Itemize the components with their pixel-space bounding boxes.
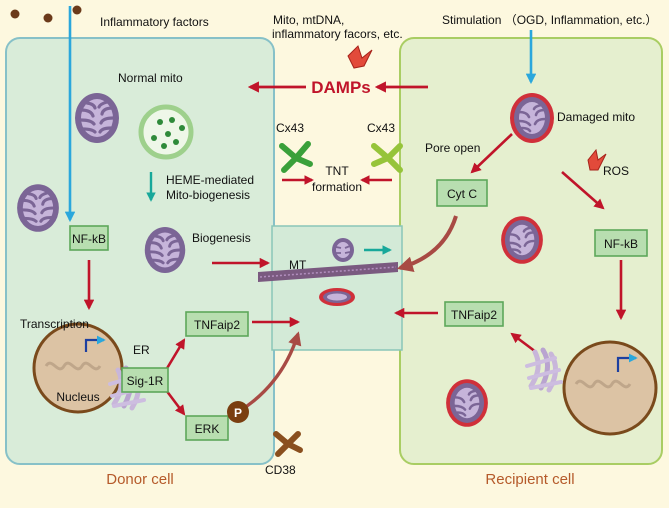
sig1r-erk-arrow bbox=[164, 389, 186, 416]
damaged-mito-icon bbox=[508, 91, 556, 145]
nucleus-label: Nucleus bbox=[56, 390, 99, 404]
inflammatory-factors-label: Inflammatory factors bbox=[100, 15, 209, 29]
er-label: ER bbox=[133, 343, 150, 357]
normal-mito-icon bbox=[73, 91, 121, 145]
damaged-mito-label: Damaged mito bbox=[557, 110, 635, 124]
nfkb-right-label: NF-kB bbox=[604, 237, 638, 251]
heme-label-line2: Mito-biogenesis bbox=[166, 188, 250, 202]
biogenesis-mito-icon bbox=[143, 225, 187, 275]
heme-vesicle-icon bbox=[138, 104, 194, 160]
cytc-box: Cyt C bbox=[436, 179, 488, 207]
biogenesis-label: Biogenesis bbox=[192, 231, 251, 245]
tnfaip2-left-box: TNFaip2 bbox=[185, 311, 249, 337]
tnfaip2-right-box: TNFaip2 bbox=[444, 301, 504, 327]
cx43-right-icon bbox=[371, 143, 403, 173]
cx43-left-icon bbox=[279, 141, 313, 173]
pore-open-arrow bbox=[470, 133, 513, 174]
damps-burst-icon bbox=[347, 45, 373, 69]
microtubule bbox=[258, 262, 398, 282]
tnt-mito-small bbox=[332, 238, 354, 262]
mt-label: MT bbox=[289, 258, 307, 272]
erk-label: ERK bbox=[195, 422, 220, 436]
cytc-arrow bbox=[396, 215, 458, 273]
recipient-mito-icon-1 bbox=[499, 215, 545, 265]
cd38-label: CD38 bbox=[265, 463, 296, 477]
cytc-label: Cyt C bbox=[447, 187, 477, 201]
sig1r-label: Sig-1R bbox=[127, 374, 164, 388]
phosphate-icon bbox=[227, 401, 249, 423]
nfkb-left-box: NF-kB bbox=[69, 225, 109, 251]
tnfaip2-left-label: TNFaip2 bbox=[194, 318, 240, 332]
ros-arrow bbox=[561, 171, 605, 210]
cx43-right-label: Cx43 bbox=[367, 121, 395, 135]
sig1r-tnfaip2-arrow bbox=[164, 338, 186, 371]
normal-mito-label: Normal mito bbox=[118, 71, 183, 85]
damps-label: DAMPs bbox=[311, 78, 371, 97]
inflammatory-factor-dots bbox=[10, 5, 82, 23]
damps-source-line2: inflammatory facors, etc. bbox=[272, 27, 403, 41]
recipient-cell-label: Recipient cell bbox=[485, 471, 574, 488]
ros-burst-icon bbox=[587, 148, 607, 171]
tnt-label-line2: formation bbox=[312, 180, 362, 194]
pore-open-label: Pore open bbox=[425, 141, 480, 155]
donor-cell-label: Donor cell bbox=[106, 471, 174, 488]
nfkb-right-box: NF-kB bbox=[594, 229, 648, 257]
tnt-mito-damaged bbox=[319, 288, 355, 306]
transcription-label: Transcription bbox=[20, 317, 89, 331]
transcription-right-arrow bbox=[510, 332, 537, 354]
phosphate-label: P bbox=[234, 406, 242, 420]
nfkb-left-label: NF-kB bbox=[72, 232, 106, 246]
damps-source-line1: Mito, mtDNA, bbox=[273, 13, 344, 27]
stimulation-label: Stimulation （OGD, Inflammation, etc.） bbox=[442, 13, 657, 27]
tnfaip2-right-label: TNFaip2 bbox=[451, 308, 497, 322]
donor-mito-icon bbox=[15, 182, 61, 234]
tnt-label-line1: TNT bbox=[325, 164, 349, 178]
recipient-mito-icon-2 bbox=[444, 378, 490, 428]
recipient-nucleus bbox=[562, 340, 658, 436]
erk-box: ERK bbox=[185, 415, 229, 441]
cx43-left-label: Cx43 bbox=[276, 121, 304, 135]
ros-label: ROS bbox=[603, 164, 629, 178]
heme-label-line1: HEME-mediated bbox=[166, 173, 254, 187]
cd38-icon bbox=[273, 431, 303, 457]
sig1r-box: Sig-1R bbox=[121, 367, 169, 393]
